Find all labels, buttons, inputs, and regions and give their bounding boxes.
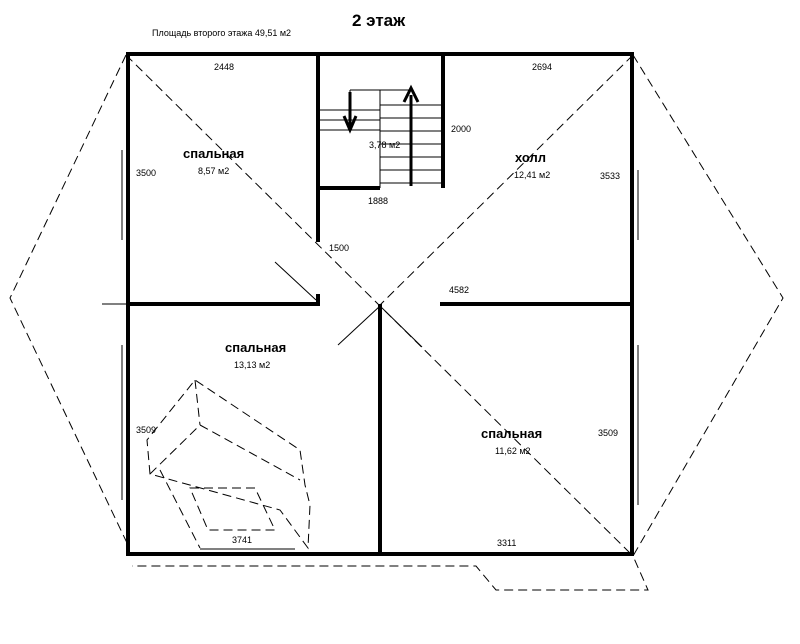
door-swings [274,261,423,348]
dimension-label: 3500 [136,168,157,178]
room-area-bedroom-2: 13,13 м2 [234,360,271,370]
room-area-hall: 12,41 м2 [514,170,551,180]
dimension-label: 3311 [497,538,517,548]
dimension-label: 3533 [600,171,621,181]
stair-arrows [342,84,420,186]
floor-area-caption: Площадь второго этажа 49,51 м2 [152,28,292,38]
room-name-bedroom-3: спальная [481,426,543,441]
dimension-label: 3741 [232,535,253,545]
dimension-label: 3509 [598,428,619,438]
staircase [320,89,441,188]
dimension-label: 4582 [449,285,470,295]
interior-walls [102,54,632,554]
window-marks [121,150,639,550]
dimension-label: 1500 [329,243,350,253]
dimension-label: 3509 [136,425,157,435]
dimension-label: 1888 [368,196,389,206]
stair-area: 3,78 м2 [369,140,401,150]
room-area-bedroom-1: 8,57 м2 [198,166,230,176]
floor-title: 2 этаж [352,11,406,30]
room-name-bedroom-1: спальная [183,146,245,161]
room-name-hall: холл [515,150,547,165]
dimension-label: 2000 [451,124,472,134]
room-area-bedroom-3: 11,62 м2 [495,446,531,456]
dimension-label: 2694 [532,62,553,72]
room-name-bedroom-2: спальная [225,340,287,355]
dimension-label: 2448 [214,62,235,72]
furniture-outline [146,379,311,550]
